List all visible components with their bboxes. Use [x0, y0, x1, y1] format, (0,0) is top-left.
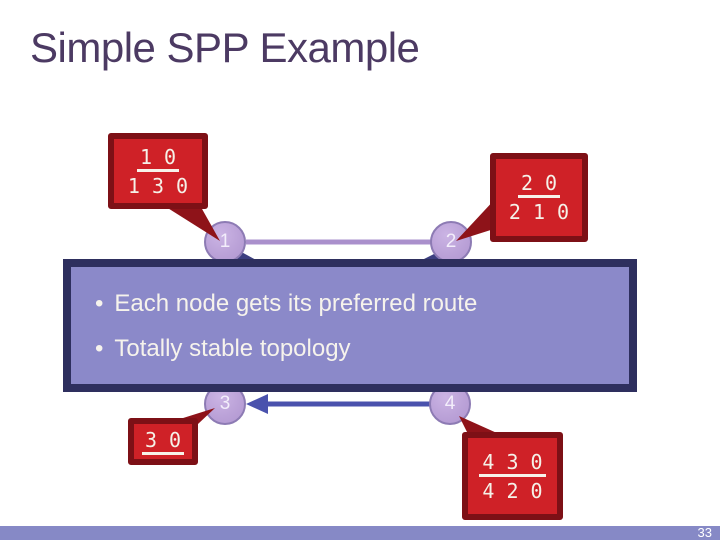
- arrow-node4-to-node3-head-icon: [246, 394, 268, 414]
- route-entry-underlined: 4 3 0: [479, 451, 546, 477]
- route-entry-underlined: 3 0: [141, 429, 185, 455]
- node-1-label: 1: [219, 231, 231, 252]
- route-entry-underlined: 1 0: [136, 146, 180, 172]
- route-entry: 2 1 0: [508, 200, 570, 224]
- bullet-icon: •: [95, 335, 104, 362]
- route-box-node2: 2 0 2 1 0: [490, 153, 588, 242]
- node-2-label: 2: [445, 231, 457, 252]
- slide-title: Simple SPP Example: [30, 24, 420, 71]
- route-box-node1: 1 0 1 3 0: [108, 133, 208, 209]
- route-entry: 1 3 0: [127, 173, 189, 198]
- route-entry-underlined: 2 0: [517, 172, 561, 198]
- node-4-label: 4: [444, 393, 456, 414]
- route-box-node3: 3 0: [128, 418, 198, 465]
- bullet-text: Each node gets its preferred route: [114, 290, 478, 317]
- bullet-icon: •: [95, 290, 104, 317]
- node-3-label: 3: [219, 393, 231, 414]
- bullet-text: Totally stable topology: [114, 335, 351, 362]
- summary-callout-box: • Each node gets its preferred route • Tot…: [63, 259, 637, 392]
- route-box-node4: 4 3 0 4 2 0: [462, 432, 563, 520]
- bullet-item: • Each node gets its preferred route: [71, 267, 629, 326]
- node-2: 2: [430, 221, 472, 263]
- page-number: 33: [697, 525, 712, 540]
- bullet-item: • Totally stable topology: [71, 326, 629, 371]
- slide-footer-bar: 33: [0, 526, 720, 540]
- callout-tail-node1-icon: [155, 200, 220, 241]
- callout-tail-node2-icon: [456, 197, 497, 241]
- route-entry: 4 2 0: [482, 478, 543, 503]
